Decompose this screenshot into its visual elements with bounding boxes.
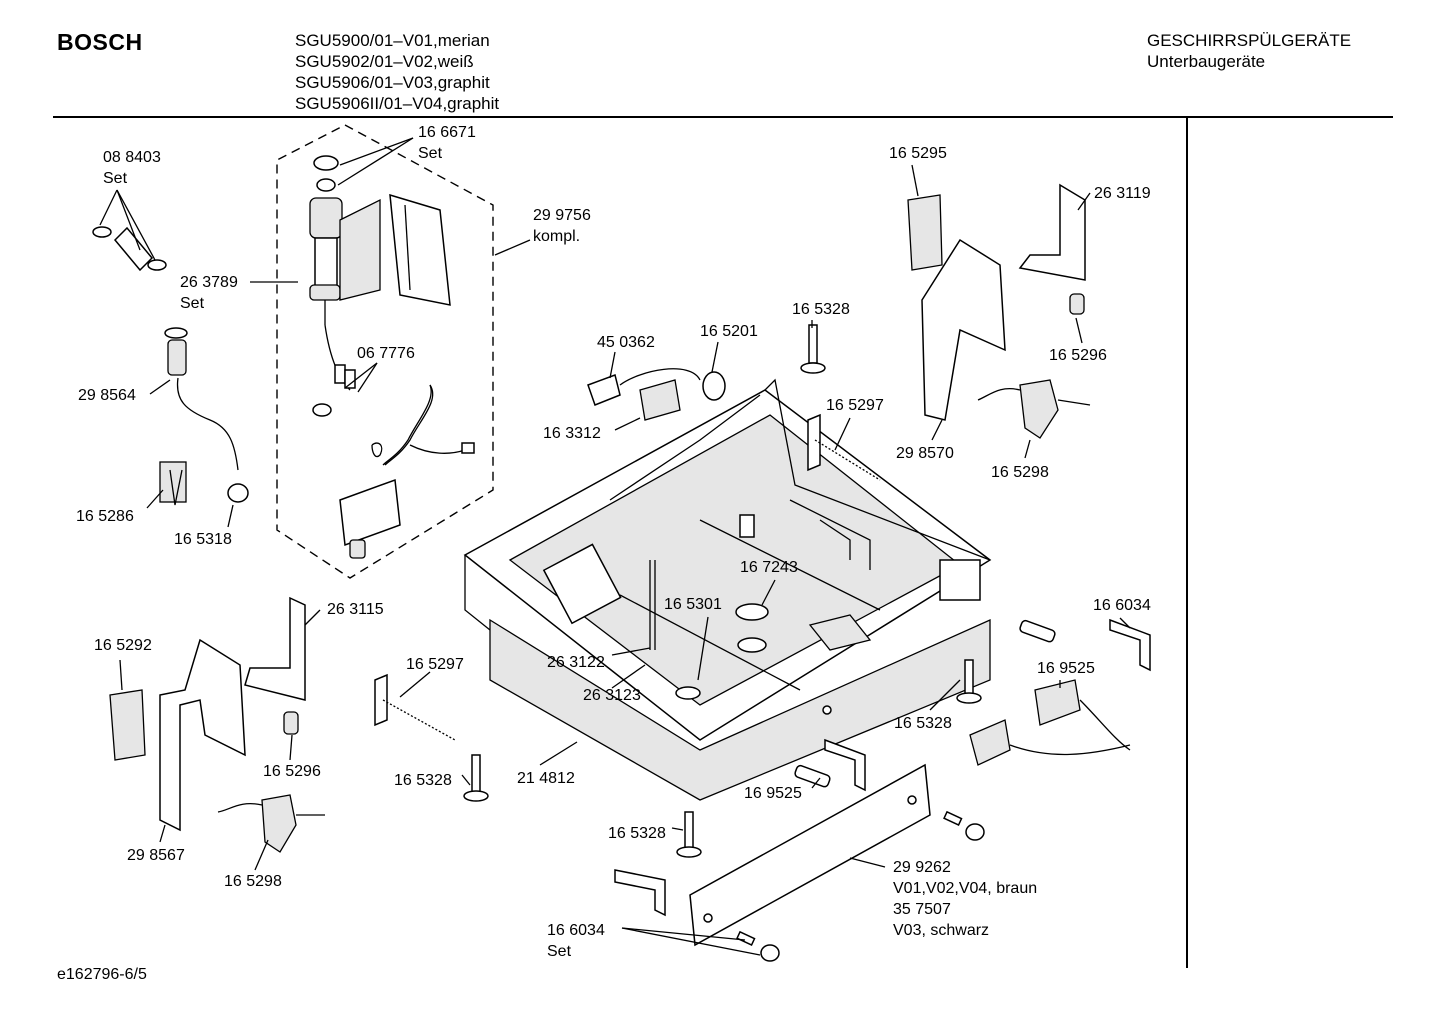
part-label: V01,V02,V04, braun	[893, 880, 1037, 897]
assembly-boundary	[276, 124, 494, 579]
part-label: 16 9525	[1037, 660, 1095, 677]
part-label: Set	[547, 943, 572, 960]
side-divider	[1186, 118, 1188, 968]
foot-screw-drawing	[463, 324, 982, 858]
part-label: 26 3122	[547, 654, 605, 671]
part-label: 16 5328	[394, 772, 452, 789]
part-label: 29 8567	[127, 847, 185, 864]
part-label: 16 5201	[700, 323, 758, 340]
part-label: Set	[103, 170, 128, 187]
part-label: 16 5328	[608, 825, 666, 842]
part-label: 16 5298	[991, 464, 1049, 481]
inlet-valve-drawing	[309, 155, 475, 559]
left-brackets-drawing	[109, 596, 325, 853]
part-label: 16 5292	[94, 637, 152, 654]
part-label: 16 6671	[418, 124, 476, 141]
model-line: SGU5902/01–V02,weiß	[295, 52, 474, 71]
part-label: 16 6034	[1093, 597, 1151, 614]
part-label: 16 5301	[664, 596, 722, 613]
part-label: 29 8570	[896, 445, 954, 462]
part-label: 06 7776	[357, 345, 415, 362]
part-label: V03, schwarz	[893, 922, 989, 939]
part-label: kompl.	[533, 228, 580, 245]
part-label: 08 8403	[103, 149, 161, 166]
part-label: 16 5297	[406, 656, 464, 673]
part-label: Set	[180, 295, 205, 312]
part-label: 16 9525	[744, 785, 802, 802]
part-label: 21 4812	[517, 770, 575, 787]
header-divider	[53, 116, 1393, 118]
part-label: 16 5286	[76, 508, 134, 525]
category-line: GESCHIRRSPÜLGERÄTE	[1147, 31, 1352, 50]
sensor-drawing	[587, 368, 726, 421]
part-labels: 16 6671 Set 08 8403 Set 29 9756 kompl. 2…	[76, 124, 1151, 960]
model-line: SGU5900/01–V01,merian	[295, 31, 490, 50]
category-title: GESCHIRRSPÜLGERÄTE Unterbaugeräte	[1147, 30, 1351, 72]
part-label: 29 9262	[893, 859, 951, 876]
hose-set-drawing	[92, 226, 167, 272]
brand-logo: BOSCH	[57, 29, 143, 55]
connectors-drawing	[614, 618, 1151, 917]
part-label: 16 3312	[543, 425, 601, 442]
part-label: 26 3789	[180, 274, 238, 291]
part-label: 26 3115	[327, 601, 384, 618]
drawing-code: e162796-6/5	[57, 966, 147, 983]
right-brackets-drawing	[907, 183, 1091, 439]
leader-lines	[99, 137, 1131, 956]
base-tub-drawing	[463, 378, 992, 801]
part-label: 29 9756	[533, 207, 591, 224]
part-label: 16 5296	[263, 763, 321, 780]
part-label: 16 7243	[740, 559, 798, 576]
part-label: 16 5328	[894, 715, 952, 732]
model-list: SGU5900/01–V01,merian SGU5902/01–V02,wei…	[295, 30, 499, 114]
clip-drawing	[159, 461, 187, 506]
drain-hose-drawing	[164, 327, 249, 503]
part-label: 16 5295	[889, 145, 947, 162]
part-label: 35 7507	[893, 901, 951, 918]
part-label: 45 0362	[597, 334, 655, 351]
part-label: 16 5297	[826, 397, 884, 414]
spring-upper-drawing	[807, 413, 881, 481]
part-label: 16 5296	[1049, 347, 1107, 364]
part-label: 16 5328	[792, 301, 850, 318]
part-label: 29 8564	[78, 387, 136, 404]
part-label: Set	[418, 145, 443, 162]
part-label: 16 5298	[224, 873, 282, 890]
part-label: 16 5318	[174, 531, 232, 548]
spring-lower-drawing	[374, 673, 456, 741]
part-label: 26 3123	[583, 687, 641, 704]
model-line: SGU5906/01–V03,graphit	[295, 73, 490, 92]
front-panel-drawing	[689, 763, 985, 962]
model-line: SGU5906II/01–V04,graphit	[295, 94, 500, 113]
part-label: 16 6034	[547, 922, 605, 939]
category-line: Unterbaugeräte	[1147, 52, 1266, 71]
part-label: 26 3119	[1094, 185, 1151, 202]
